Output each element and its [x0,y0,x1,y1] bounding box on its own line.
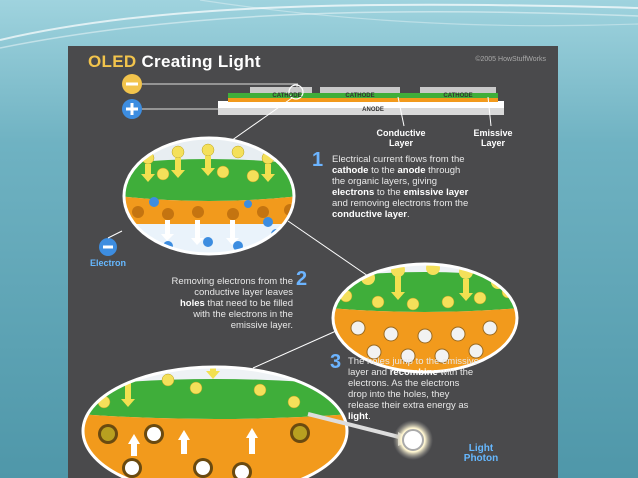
conductive-layer-label: Conductive Layer [356,128,446,148]
text-run: release their extra energy as [348,400,469,411]
step-text-line: conductive layer. [332,209,547,220]
step-text-line: The holes jump to the emissive [348,356,553,367]
emphasis-term: anode [397,165,426,176]
cathode-label-1: CATHODE [272,93,302,99]
step-text-line: release their extra energy as [348,400,553,411]
oled-layer-stack [217,84,504,151]
step-text-line: drop into the holes, they [348,389,553,400]
text-run: emissive layer. [230,320,293,331]
electron-row-step2 [339,285,515,311]
step-text-line: conductive layer leaves [108,287,293,298]
magnified-view-step2 [331,262,519,374]
step-2-number: 2 [296,268,308,290]
text-run: to the [368,165,398,176]
magnified-view-step1 [99,136,296,256]
background-swoosh [0,0,638,49]
negative-terminal-icon [122,74,298,94]
text-run: that need to be filled [204,298,293,309]
diagram-graphics [81,74,519,478]
cathode-label-2: CATHODE [345,93,375,99]
emissive-line-1: Emissive [473,128,513,138]
photon-line-2: Photon [463,453,499,464]
step-text-line: and removing electrons from the [332,198,547,209]
photon-line-1: Light [468,443,494,454]
step-text-line: Removing electrons from the [108,276,293,287]
step-text-line: holes that need to be filled [108,298,293,309]
conductive-line-1: Conductive [376,128,426,138]
text-run: The holes jump to the emissive [348,356,479,367]
emphasis-term: conductive layer [332,209,407,220]
anode-label: ANODE [362,107,384,113]
photon-icon [393,420,433,460]
emissive-line-2: Layer [480,138,506,148]
title-prefix: OLED [88,52,137,71]
positive-terminal-icon [122,99,218,119]
text-run: with the [437,367,474,378]
step-1-number: 1 [312,149,324,171]
text-run: conductive layer leaves [194,287,293,298]
text-run: and removing electrons from the [332,198,469,209]
text-run: to the [374,187,404,198]
credit-text: ©2005 HowStuffWorks [475,56,546,63]
text-run: electrons. As the electrons [348,378,460,389]
step-text-line: light. [348,411,553,422]
text-run: the organic layers, giving [332,176,438,187]
text-run: Electrical current flows from the [332,154,465,165]
step-text-line: cathode to the anode through [332,165,547,176]
emphasis-term: cathode [332,165,369,176]
electron-label: Electron [89,258,126,268]
step-text-line: with the electrons in the [108,309,293,320]
emphasis-term: recombine [389,367,438,378]
hole-row-step2 [350,320,498,364]
text-run: through [425,165,461,176]
text-run: Removing electrons from the [171,276,293,287]
magnified-view-step3 [81,365,413,478]
emphasis-term: light [348,411,369,422]
diagram-title: OLED Creating Light [88,52,261,72]
text-run: with the electrons in the [193,309,293,320]
emphasis-term: emissive layer [403,187,469,198]
emphasis-term: holes [179,298,205,309]
emphasis-term: electrons [332,187,375,198]
photon-label: Light Photon [456,444,506,464]
text-run: . [368,411,371,422]
conductive-line-2: Layer [388,138,414,148]
step-text-line: the organic layers, giving [332,176,547,187]
step-text-line: Electrical current flows from the [332,154,547,165]
text-run: . [406,209,410,220]
step-3-number: 3 [330,351,342,373]
step-text-line: electrons. As the electrons [348,378,553,389]
step-text-line: emissive layer. [108,320,293,331]
cathode-label-3: CATHODE [443,93,473,99]
text-run: layer and [348,367,390,378]
text-run: drop into the holes, they [348,389,450,400]
step-text-line: layer and recombine with the [348,367,553,378]
emissive-layer-label: Emissive Layer [453,128,533,148]
oled-diagram-panel: OLED Creating Light ©2005 HowStuffWorks [68,46,558,478]
title-main: Creating Light [141,52,261,71]
step-text-line: electrons to the emissive layer [332,187,547,198]
